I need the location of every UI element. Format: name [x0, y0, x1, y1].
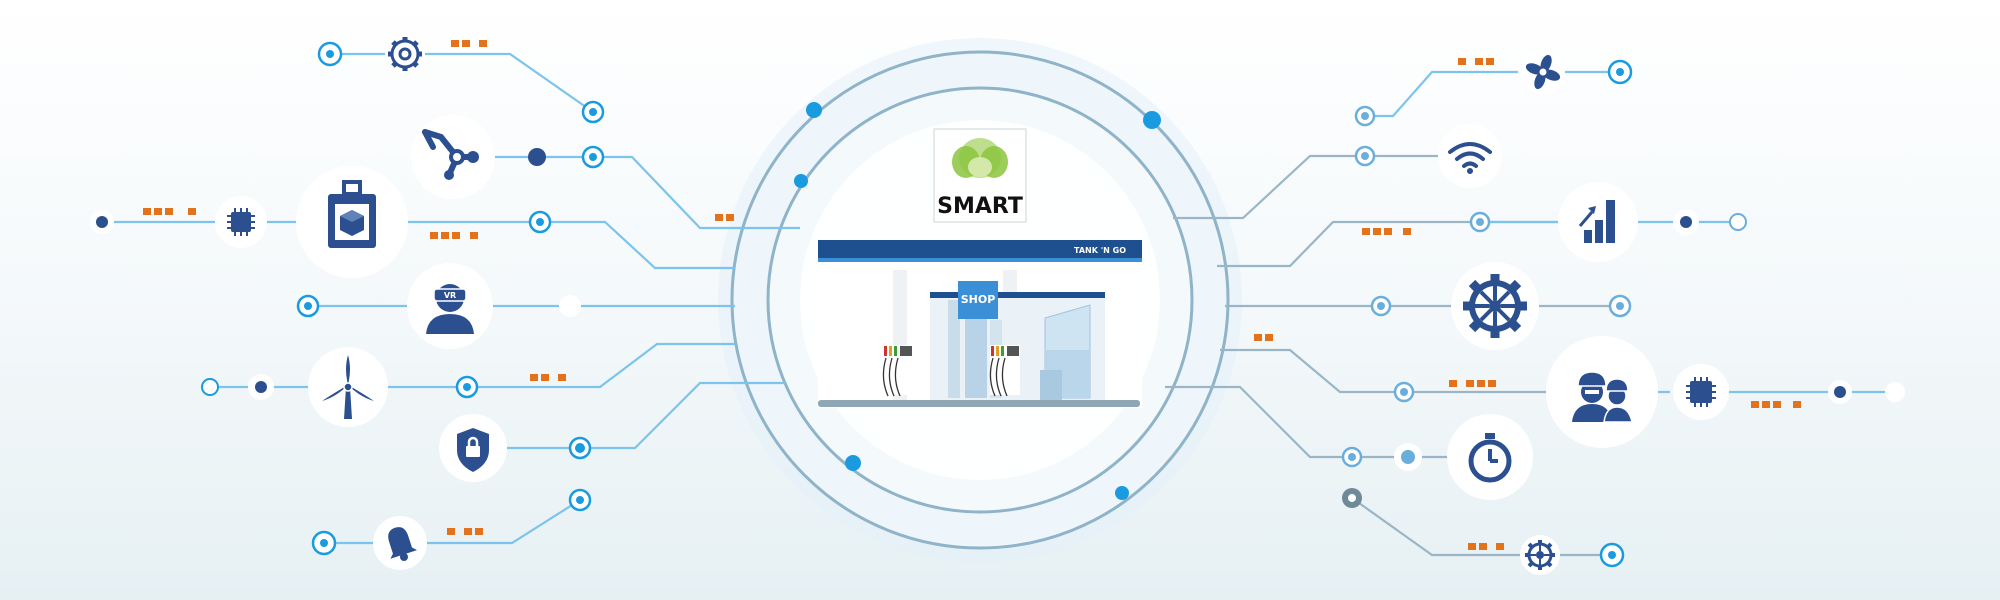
node-ring — [201, 378, 219, 396]
ring-node — [1143, 111, 1161, 129]
gear-small-icon — [1520, 535, 1560, 575]
fuel-pump-right — [989, 345, 1020, 397]
station-banner-text: TANK 'N GO — [1074, 246, 1126, 255]
chip-icon — [1673, 364, 1729, 420]
data-packets — [143, 40, 1801, 550]
robot-arm-icon — [411, 115, 495, 199]
security-shield-lock-icon — [439, 414, 507, 482]
workers-helmet-icon — [1546, 336, 1658, 448]
fuel-pump-left — [882, 345, 913, 397]
node-ring — [1729, 213, 1747, 231]
logo-text: SMART — [937, 194, 1023, 219]
ring-node — [806, 102, 822, 118]
ring-node — [1115, 486, 1129, 500]
shop-sign — [958, 281, 998, 319]
svg-text:VR: VR — [444, 291, 456, 300]
wifi-icon — [1438, 124, 1502, 188]
station-canopy — [818, 240, 1142, 258]
stopwatch-icon — [1447, 414, 1533, 500]
left-nodes — [90, 41, 605, 556]
vr-headset-user-icon: VR — [407, 263, 493, 349]
gas-station-illustration: TANK 'N GO SHOP — [818, 240, 1142, 408]
shop-sign-text: SHOP — [961, 293, 996, 306]
wind-turbine-icon — [308, 347, 388, 427]
chip-icon — [215, 196, 267, 248]
smart-logo: SMART — [933, 128, 1027, 223]
node-dot — [1885, 382, 1905, 402]
fan-icon — [1521, 50, 1565, 94]
bell-icon — [373, 516, 427, 570]
growth-chart-icon — [1558, 182, 1638, 262]
right-nodes — [1341, 59, 1905, 568]
node-dot — [528, 148, 546, 166]
ring-node — [845, 455, 861, 471]
settings-gear-icon — [1451, 262, 1539, 350]
ring-node — [794, 174, 808, 188]
node-dot — [559, 295, 581, 317]
gear-icon — [385, 34, 425, 74]
3d-printer-icon — [296, 166, 408, 278]
